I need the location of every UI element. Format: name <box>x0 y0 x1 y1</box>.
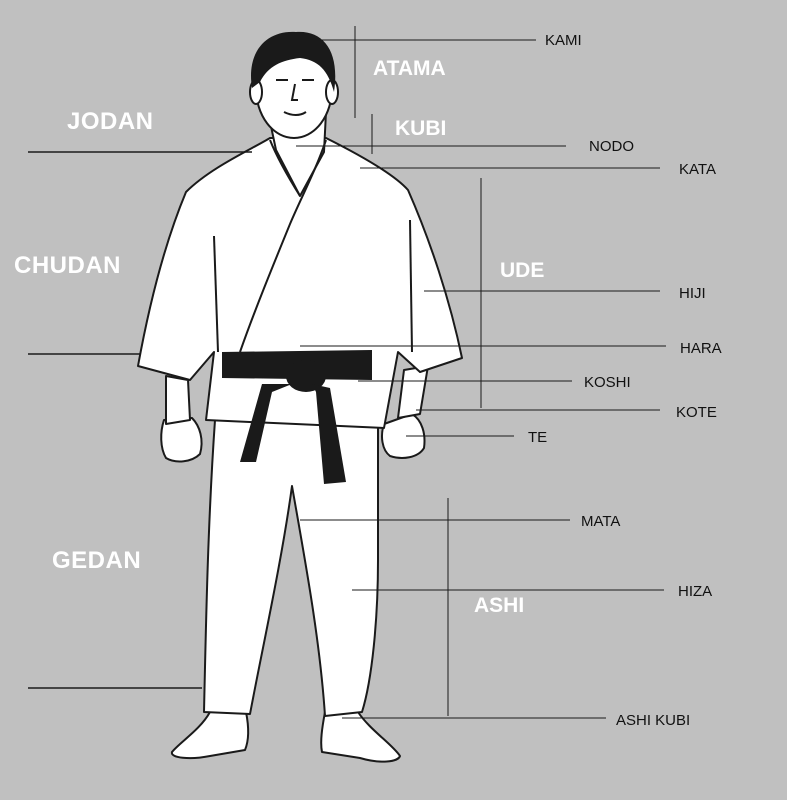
face-features <box>276 79 314 116</box>
leader-lines <box>296 26 666 719</box>
right-fist <box>381 413 426 459</box>
group-ashi-label: ASHI <box>474 594 525 617</box>
jacket <box>137 137 463 429</box>
label-hara: HARA <box>680 340 722 357</box>
left-fist <box>160 417 203 463</box>
label-koshi: KOSHI <box>584 374 631 391</box>
label-kata: KATA <box>679 161 716 178</box>
group-ude-label: UDE <box>500 259 545 282</box>
zone-gedan-label: GEDAN <box>52 547 142 574</box>
pants <box>203 419 379 717</box>
label-kote: KOTE <box>676 404 717 421</box>
label-nodo: NODO <box>589 138 634 155</box>
label-ashi-kubi: ASHI KUBI <box>616 712 691 729</box>
group-atama-label: ATAMA <box>373 57 446 80</box>
label-kami: KAMI <box>545 32 582 49</box>
lapel-lines <box>213 139 413 353</box>
label-te: TE <box>528 429 548 446</box>
zone-dividers <box>28 151 252 689</box>
zone-chudan-label: CHUDAN <box>14 252 121 279</box>
label-hiji: HIJI <box>679 285 706 302</box>
right-foot <box>320 711 401 763</box>
group-kubi-label: KUBI <box>395 117 447 140</box>
label-hiza: HIZA <box>678 583 713 600</box>
black-belt <box>222 350 372 484</box>
zone-jodan-label: JODAN <box>67 108 154 135</box>
left-forearm <box>165 375 191 425</box>
label-mata: MATA <box>581 513 621 530</box>
left-foot <box>171 711 250 760</box>
hair <box>251 31 336 92</box>
